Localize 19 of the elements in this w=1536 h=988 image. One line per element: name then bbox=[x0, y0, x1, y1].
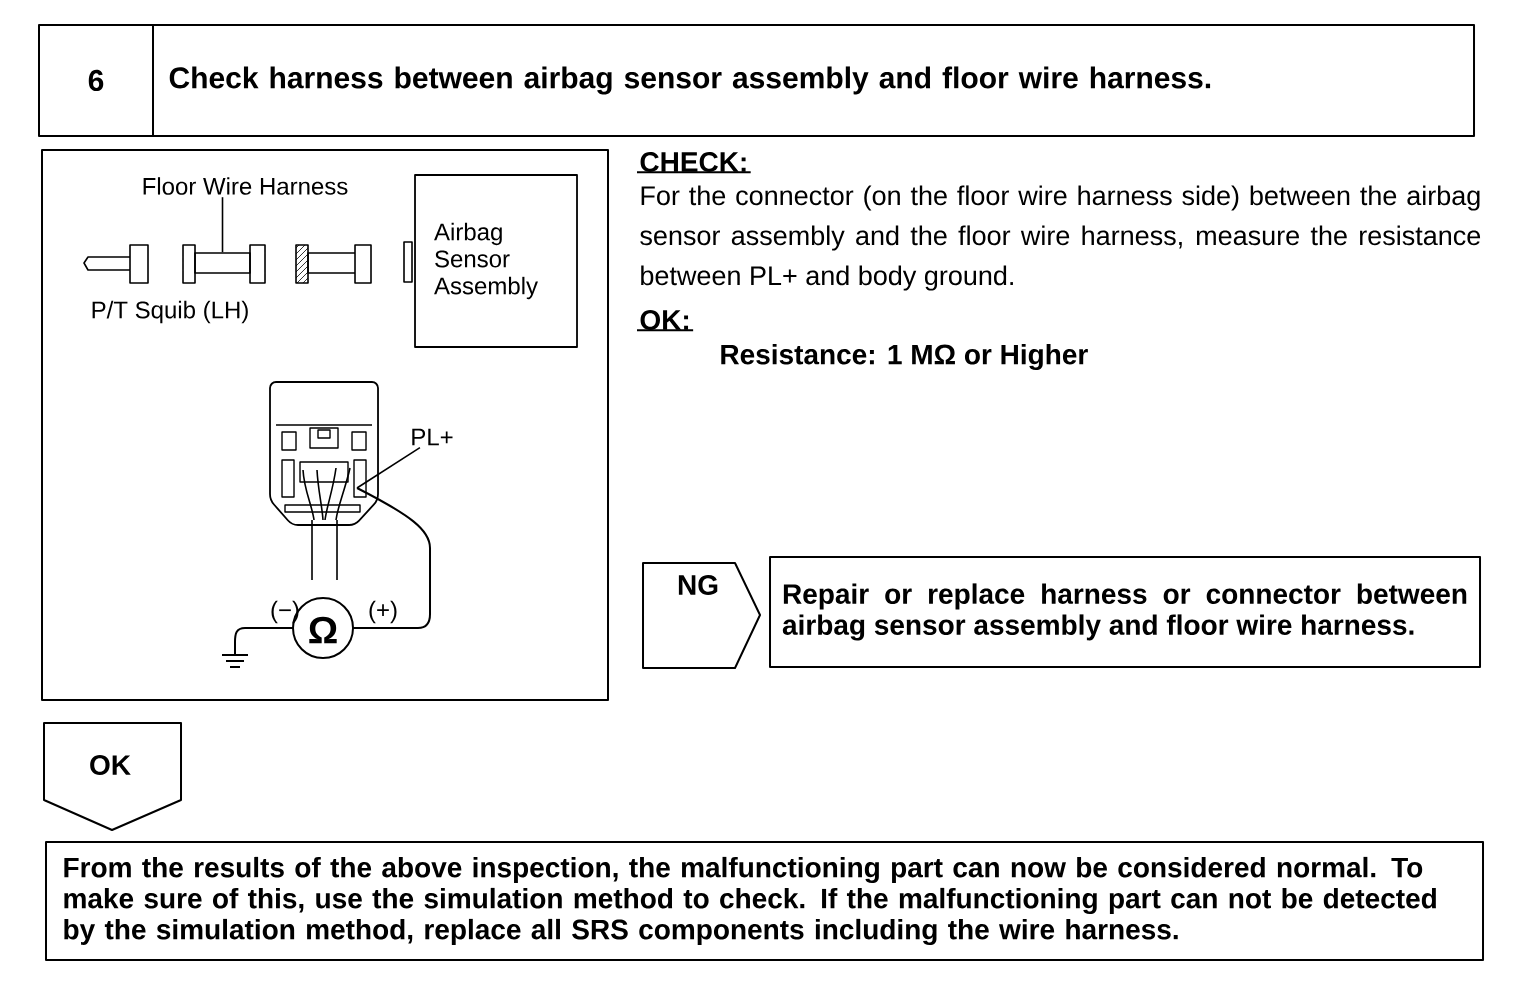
result-box: Repair or replace harness or connector between airbag sensor assembly and floor wire harness. bbox=[769, 556, 1481, 668]
callout-label: Floor Wire Harness bbox=[143, 177, 348, 195]
instruction-text: For the connector (on the floor wire harness side) between the airbag sensor assembly and the floor wire harness, measure the resistance between PL+ and body ground. bbox=[640, 185, 1481, 291]
step-title-box: Check harness between airbag sensor assembly and floor wire harness. bbox=[152, 24, 1475, 137]
specification-text: Resistance: 1 MΩ or Higher bbox=[721, 343, 1088, 371]
ok-arrow-box: OK bbox=[43, 722, 182, 831]
terminal-label: (+) bbox=[369, 600, 397, 624]
leader-line bbox=[356, 446, 421, 489]
sensor-assembly-box: Airbag Sensor Assembly bbox=[414, 174, 578, 348]
harness-connector bbox=[194, 252, 251, 274]
ohm-symbol: Ω bbox=[309, 616, 337, 644]
step-number-box: 6 bbox=[38, 24, 154, 137]
ng-arrow-box: NG bbox=[642, 562, 761, 669]
leader-line bbox=[221, 196, 224, 253]
section-heading: CHECK: bbox=[636, 152, 752, 174]
note-box: From the results of the above inspection, the malfunctioning part can now be considered normal. To make sure of this, use the simulation method to check. If the malfunctioning part can not be detected by the simulation method, replace all SRS components including the wire harness. bbox=[45, 841, 1484, 961]
callout-label: PL+ bbox=[412, 428, 453, 446]
section-heading: OK: bbox=[636, 310, 695, 332]
part-label: P/T Squib (LH) bbox=[92, 300, 248, 324]
